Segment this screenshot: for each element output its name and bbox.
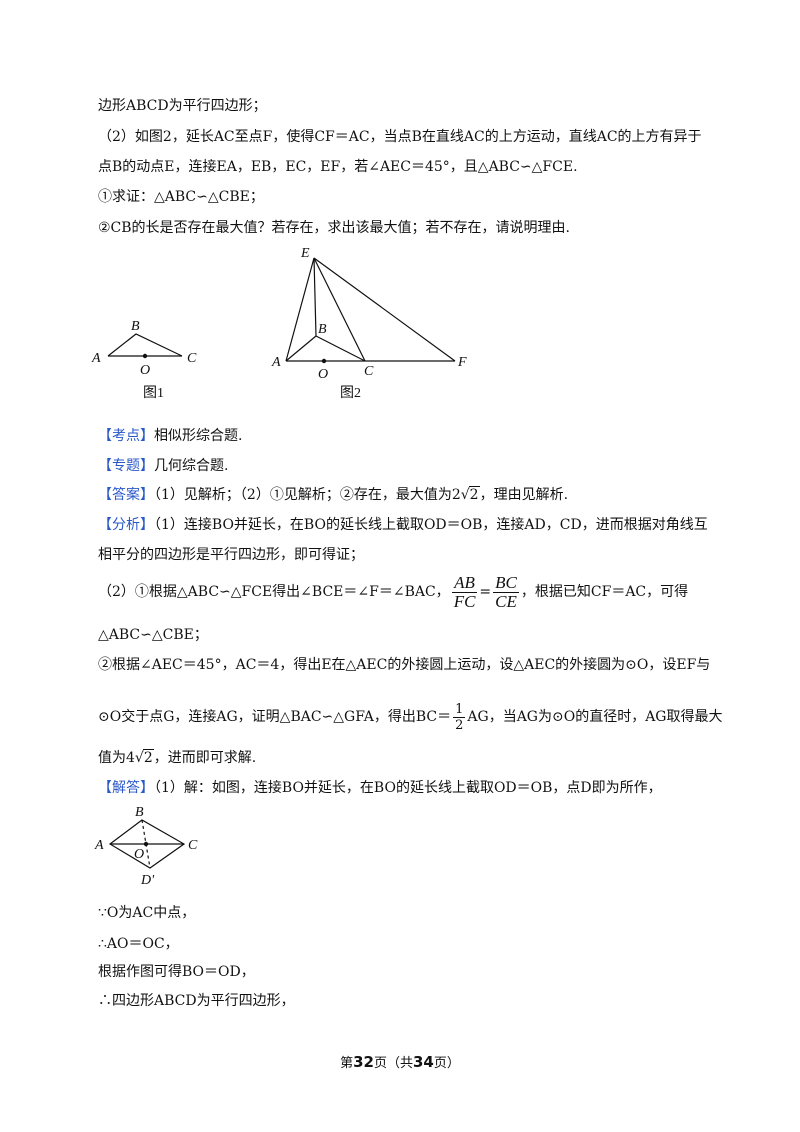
page-footer: 第32页（共34页） [0, 1052, 800, 1071]
solution-step-2: ∴AO＝OC， [98, 936, 179, 952]
analysis-eq: = [479, 584, 492, 600]
fig2-line-ea [285, 257, 315, 362]
analysis-l1: （1）连接BO并延长，在BO的延长线上截取OD＝OB，连接AD，CD，进而根据对… [154, 517, 708, 533]
fig1-label-o: O [140, 363, 150, 378]
fig3-point-o [143, 841, 149, 847]
question-2: ②CB的长是否存在最大值？若存在，求出该最大值；若不存在，请说明理由. [98, 220, 570, 236]
fig1-label-a: A [91, 351, 101, 366]
analysis-radicand: 2 [142, 749, 154, 766]
figure-2 [285, 257, 456, 362]
analysis-line-4: △ABC∽△CBE； [98, 627, 208, 643]
analysis-line-1: 【分析】（1）连接BO并延长，在BO的延长线上截取OD＝OB，连接AD，CD，进… [98, 515, 708, 535]
zhuanti: 【专题】几何综合题. [98, 456, 228, 476]
fig2-line-ef [313, 257, 456, 362]
answer-radicand: 2 [468, 486, 480, 503]
analysis-l3b: ，根据已知CF＝AC，可得 [520, 584, 689, 600]
half-num: 1 [453, 701, 466, 718]
fraction-fc-den: FC [453, 591, 476, 611]
footer-post: 页） [433, 1056, 460, 1071]
footer-page-number: 32 [353, 1053, 374, 1071]
fig1-caption: 图1 [143, 386, 164, 401]
analysis-l6a: ⊙O交于点G，连接AG，证明△BAC∽△GFA，得出BC＝ [98, 709, 452, 725]
fig3-label-c: C [188, 838, 198, 853]
kaodian: 【考点】相似形综合题. [98, 426, 242, 446]
fig2-label-b: B [318, 322, 327, 337]
fig3-label-a: A [94, 838, 104, 853]
solution-step-4: ∴四边形ABCD为平行四边形， [98, 993, 295, 1009]
footer-mid: 页（共 [373, 1056, 413, 1071]
analysis-l7b: ，进而即可求解. [153, 750, 257, 766]
analysis-tag: 【分析】 [98, 517, 154, 533]
fig2-label-e: E [300, 246, 310, 261]
solution-l1: （1）解：如图，连接BO并延长，在BO的延长线上截取OD＝OB，点D即为所作， [154, 780, 662, 796]
fig2-label-o: O [318, 367, 328, 382]
figures-diagram: A B C O 图1 E B A O C F 图2 [91, 246, 467, 401]
answer-text-a: （1）见解析；（2）①见解析；②存在，最大值为 [154, 487, 452, 503]
zhuanti-tag: 【专题】 [98, 458, 154, 474]
kaodian-text: 相似形综合题. [154, 428, 243, 444]
fig2-line-bc [315, 335, 366, 362]
solution-step-1: ∵O为AC中点， [98, 905, 196, 921]
footer-total-pages: 34 [413, 1053, 434, 1071]
fig2-line-ec [313, 257, 366, 362]
fig1-label-c: C [187, 351, 197, 366]
analysis-l3a: （2）①根据△ABC∽△FCE得出∠BCE＝∠F＝∠BAC， [98, 584, 450, 600]
fig2-label-f: F [457, 355, 467, 370]
fig2-line-ab [285, 335, 317, 362]
answer-tag: 【答案】 [98, 487, 154, 503]
half-den: 2 [455, 717, 464, 733]
fraction-bc-num: BC [493, 572, 519, 593]
figure-3: A B C O D' [94, 805, 198, 888]
analysis-l7a: 值为4 [98, 750, 135, 766]
fig1-label-b: B [131, 319, 140, 334]
problem-line-2: （2）如图2，延长AC至点F，使得CF＝AC，当点B在直线AC的上方运动，直线A… [98, 129, 702, 145]
problem-line-3: 点B的动点E，连接EA，EB，EC，EF，若∠AEC＝45°，且△ABC∽△FC… [98, 159, 578, 175]
answer-text-b: ，理由见解析. [479, 487, 569, 503]
fig3-label-o: O [134, 847, 144, 862]
solution-tag: 【解答】 [98, 780, 154, 796]
answer-coef: 2 [451, 487, 461, 503]
solution-line-1: 【解答】（1）解：如图，连接BO并延长，在BO的延长线上截取OD＝OB，点D即为… [98, 778, 662, 798]
figure-1 [107, 333, 183, 357]
analysis-l6b: AG，当AG为⊙O的直径时，AG取得最大 [467, 709, 723, 725]
fig2-label-a: A [271, 355, 281, 370]
fig2-caption: 图2 [340, 386, 361, 401]
fraction-ab-num: AB [451, 573, 478, 593]
problem-line-1: 边形ABCD为平行四边形； [98, 98, 267, 114]
fig1-point-o [142, 353, 148, 359]
question-1: ①求证：△ABC∽△CBE； [98, 189, 264, 205]
answer: 【答案】（1）见解析；（2）①见解析；②存在，最大值为2√2，理由见解析. [98, 486, 569, 503]
analysis-line-5: ②根据∠AEC＝45°，AC＝4，得出E在△AEC的外接圆上运动，设△AEC的外… [98, 657, 711, 673]
footer-pre: 第 [340, 1056, 354, 1071]
fig2-label-c: C [364, 364, 374, 379]
fig1-sides-ab-bc [107, 333, 183, 357]
solution-step-3: 根据作图可得BO＝OD， [98, 964, 255, 980]
fig2-line-eb [313, 257, 317, 337]
analysis-line-2: 相平分的四边形是平行四边形，即可得证； [98, 547, 364, 563]
fraction-ce-den: CE [495, 591, 517, 611]
fig3-label-d: D' [140, 873, 155, 888]
analysis-line-7: 值为4√2，进而即可求解. [98, 749, 257, 766]
zhuanti-text: 几何综合题. [154, 458, 229, 474]
fig3-label-b: B [135, 805, 144, 820]
fig2-point-o [321, 358, 327, 364]
kaodian-tag: 【考点】 [98, 428, 154, 444]
